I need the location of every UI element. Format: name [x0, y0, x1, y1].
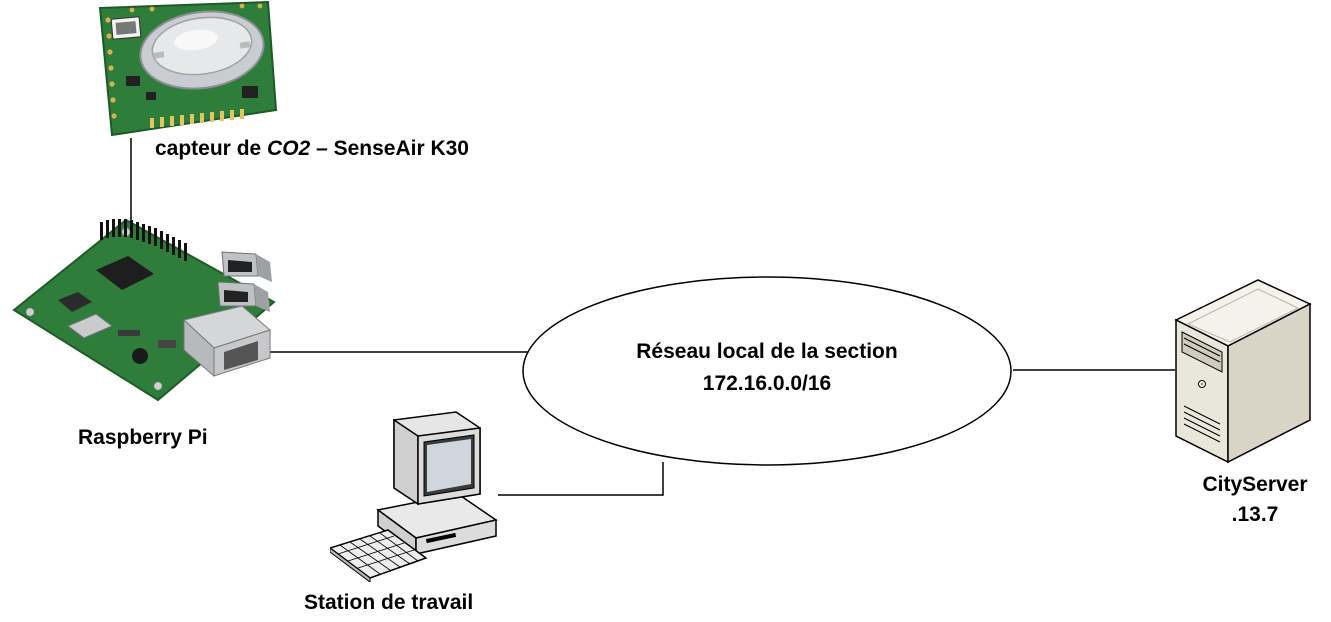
- workstation-label: Station de travail: [304, 591, 474, 614]
- city-server-label: CityServer .13.7: [1185, 470, 1325, 530]
- network-label: Réseau local de la section 172.16.0.0/16: [520, 336, 1014, 400]
- co2-sensor-image: [98, 0, 278, 137]
- raspberry-pi-label: Raspberry Pi: [78, 426, 208, 449]
- sensor-label-suffix: – SenseAir K30: [310, 137, 469, 160]
- city-server-address: .13.7: [1231, 503, 1279, 526]
- sensor-label-prefix: capteur de: [155, 137, 268, 160]
- raspberry-pi-image: [12, 218, 276, 402]
- network-ellipse: [522, 276, 1012, 466]
- workstation-image: [330, 411, 498, 582]
- city-server-name: CityServer: [1202, 473, 1308, 496]
- network-name: Réseau local de la section: [636, 340, 898, 363]
- network-subnet: 172.16.0.0/16: [702, 372, 832, 395]
- network-to-workstation-link: [498, 462, 664, 496]
- city-server-image: [1174, 279, 1312, 464]
- sensor-label: capteur de CO2 – SenseAir K30: [155, 136, 469, 162]
- sensor-label-gas: CO2: [267, 137, 311, 160]
